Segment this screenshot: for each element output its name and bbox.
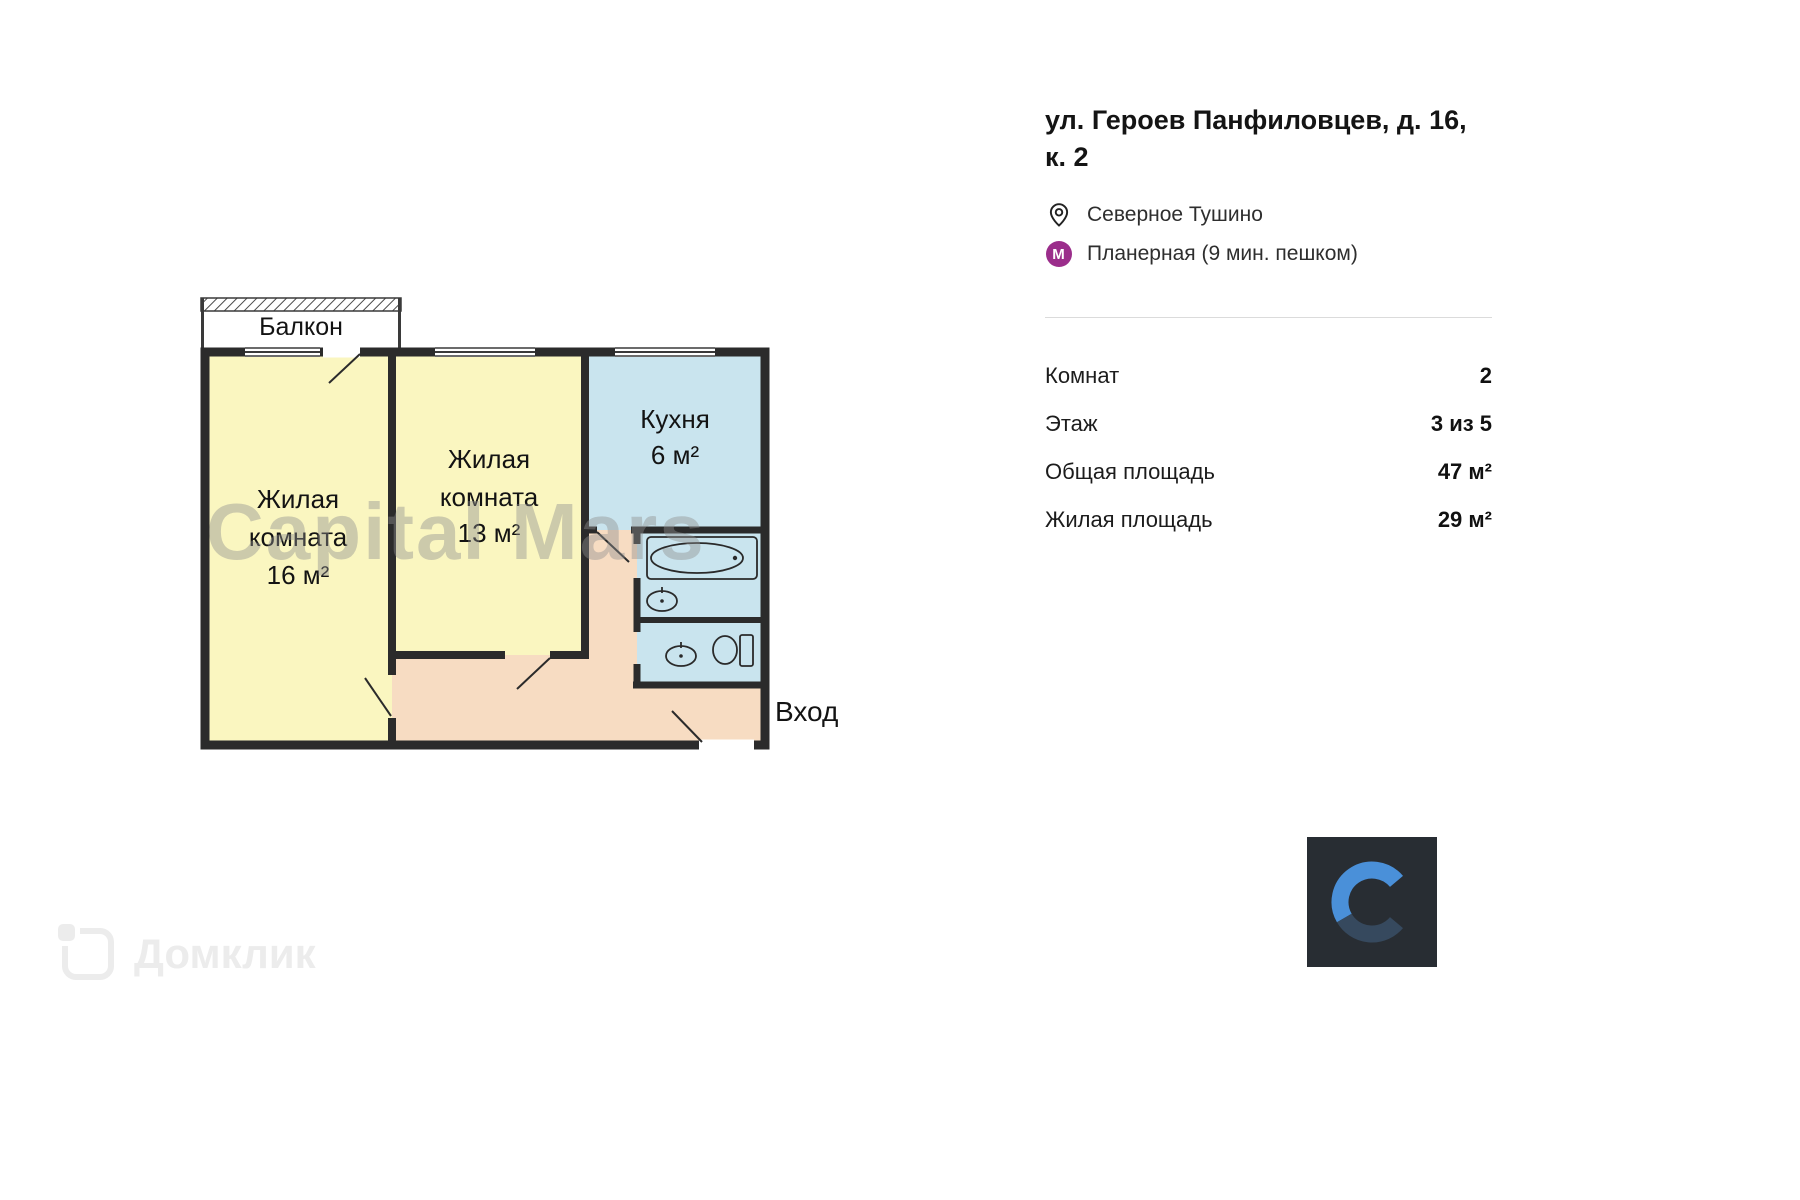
stat-label: Этаж — [1045, 411, 1098, 436]
floor-plan: Балкон Жилая комната 16 м² Жилая комната… — [200, 297, 839, 751]
kitchen-area: 6 м² — [651, 440, 700, 470]
stat-value: 29 м² — [1437, 507, 1492, 532]
stat-row-rooms: Комнат 2 — [1045, 352, 1492, 400]
district-row: Северное Тушино — [1045, 202, 1492, 228]
metro-icon: М — [1045, 241, 1072, 267]
room2-label-line1: Жилая — [448, 444, 530, 474]
room1-area: 16 м² — [267, 560, 330, 590]
balcony — [200, 297, 402, 352]
room2-label-line2: комната — [440, 482, 539, 512]
room-wc — [637, 620, 765, 685]
stat-row-living-area: Жилая площадь 29 м² — [1045, 496, 1492, 544]
stats-table: Комнат 2 Этаж 3 из 5 Общая площадь 47 м²… — [1045, 352, 1492, 544]
entrance-label: Вход — [775, 696, 838, 727]
stat-row-floor: Этаж 3 из 5 — [1045, 400, 1492, 448]
room1-label-line2: комната — [249, 522, 348, 552]
balcony-door-leaf — [328, 353, 361, 384]
entrance-door-leaf — [671, 710, 703, 743]
room2-area: 13 м² — [458, 518, 521, 548]
metro-station-label: Планерная (9 мин. пешком) — [1087, 242, 1358, 265]
stat-value: 47 м² — [1437, 459, 1492, 484]
address-title: ул. Героев Панфиловцев, д. 16, к. 2 — [1045, 105, 1467, 172]
balcony-door-opening — [323, 346, 360, 358]
stat-value: 2 — [1479, 363, 1492, 388]
wc-sink-icon — [665, 642, 697, 667]
capital-mars-logo-mark — [1331, 861, 1403, 943]
hallway — [392, 530, 765, 745]
kitchen-door-leaf — [596, 531, 630, 563]
room-bathroom — [637, 530, 765, 620]
property-info-panel: ул. Героев Панфиловцев, д. 16, к. 2 Севе… — [1045, 102, 1492, 544]
domclick-label: Домклик — [134, 930, 316, 977]
room-living-16 — [205, 352, 392, 745]
stat-value: 3 из 5 — [1430, 411, 1492, 436]
capital-mars-logo — [1307, 837, 1437, 967]
domclick-watermark: Домклик — [56, 922, 316, 980]
windows — [245, 347, 715, 357]
stat-label: Общая площадь — [1045, 459, 1215, 484]
location-pin-icon — [1045, 202, 1072, 228]
stat-label: Комнат — [1045, 363, 1120, 388]
bathtub-icon — [646, 536, 758, 580]
metro-row: М Планерная (9 мин. пешком) — [1045, 241, 1492, 267]
room2-door-leaf — [516, 657, 551, 690]
doors — [323, 346, 754, 751]
window — [615, 347, 715, 357]
room1-door-leaf — [364, 677, 392, 717]
window — [245, 347, 320, 357]
plan-labels: Балкон Жилая комната 16 м² Жилая комната… — [249, 313, 839, 727]
room-living-13 — [392, 352, 585, 655]
balcony-label: Балкон — [259, 313, 343, 341]
room1-label-line1: Жилая — [257, 484, 339, 514]
bathroom-sink-icon — [646, 587, 678, 612]
window — [435, 347, 535, 357]
toilet-icon — [712, 634, 754, 667]
stat-row-total-area: Общая площадь 47 м² — [1045, 448, 1492, 496]
kitchen-label: Кухня — [640, 404, 710, 434]
room-kitchen — [585, 352, 765, 530]
fixtures — [646, 536, 758, 667]
entrance-opening — [699, 739, 754, 751]
domclick-logo-icon — [56, 922, 114, 980]
district-label: Северное Тушино — [1087, 203, 1263, 226]
divider — [1045, 317, 1492, 318]
stat-label: Жилая площадь — [1045, 507, 1213, 532]
